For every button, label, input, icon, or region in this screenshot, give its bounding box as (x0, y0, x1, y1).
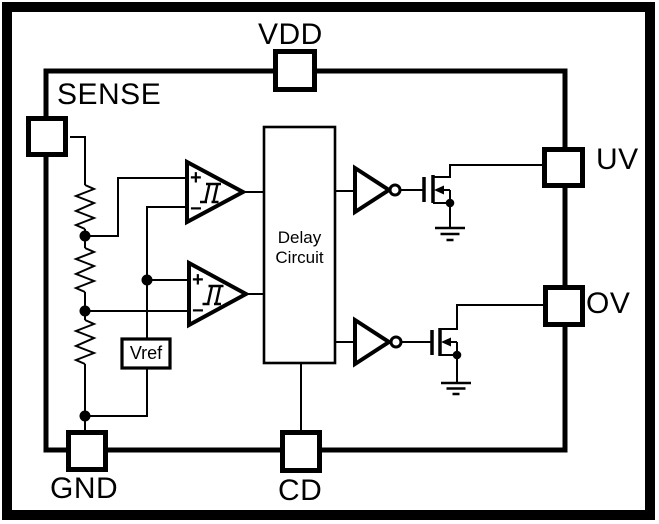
inverter-uv-icon (353, 164, 402, 216)
pin-label-ov: OV (586, 287, 631, 320)
pin-box-sense (26, 116, 68, 157)
wire-comp-outputs (243, 191, 264, 295)
vref-label: Vref (129, 343, 163, 363)
node-dot (141, 274, 153, 286)
wire-drain-to-ov-pin (440, 304, 543, 330)
hysteresis-icon (200, 182, 221, 204)
delay-circuit-label: Delay Circuit (264, 228, 335, 268)
source-node-dot (445, 198, 455, 208)
pin-label-gnd: GND (50, 472, 119, 505)
wire-vref-to-gnd (85, 368, 148, 417)
nmos-ov-icon (430, 328, 462, 360)
plus-sign-ov-comparator: + (192, 269, 204, 291)
pin-box-ov (543, 285, 585, 327)
nmos-uv-icon (422, 175, 455, 208)
inverter-bubble (388, 183, 402, 197)
comparator-uv-icon (185, 158, 248, 226)
node-dot (79, 410, 91, 422)
resistor-divider (73, 184, 97, 365)
wire-delay-outputs (335, 190, 355, 343)
delay-label-line1: Delay (277, 228, 322, 247)
wire-source-to-ground-ov (440, 342, 458, 383)
resistor-icon (73, 319, 97, 365)
delay-label-line2: Circuit (275, 248, 324, 267)
resistor-icon (73, 184, 97, 230)
ground-icon (441, 381, 471, 396)
hysteresis-icon (202, 284, 224, 306)
inverter-triangle (353, 164, 393, 216)
pin-label-cd: CD (278, 474, 323, 507)
body-arrow (441, 337, 451, 347)
delay-circuit-box (262, 125, 337, 365)
wire-inverter-to-gate (400, 189, 432, 343)
node-dot (79, 305, 91, 317)
pin-box-uv (542, 147, 585, 188)
comparator-ov-icon (187, 259, 251, 329)
wire-sense-to-divider (70, 136, 86, 185)
plus-sign-uv-comparator: + (190, 167, 202, 189)
outer-border (2, 2, 655, 520)
wire-tap1-to-uv-comp (85, 177, 187, 237)
pin-label-sense: SENSE (57, 78, 162, 111)
wire-drain-to-uv-pin (433, 164, 542, 178)
vref-box (120, 337, 172, 370)
pin-label-uv: UV (596, 143, 639, 176)
inverter-triangle (353, 316, 393, 368)
body-arrow (434, 185, 444, 195)
ground-icon (435, 226, 465, 242)
pin-box-gnd (66, 430, 108, 472)
source-node-dot (452, 350, 462, 360)
minus-sign-ov-comparator: − (192, 300, 204, 322)
minus-sign-uv-comparator: − (190, 198, 202, 220)
wire-source-to-ground-uv (433, 190, 451, 228)
pin-box-vdd (273, 49, 317, 92)
pin-label-vdd: VDD (258, 18, 323, 51)
node-dot (79, 230, 91, 242)
pin-box-cd (280, 430, 322, 473)
inverter-bubble (389, 335, 403, 349)
resistor-icon (73, 247, 97, 293)
inverter-ov-icon (353, 316, 403, 368)
wire-vref-to-uv-comp (146, 206, 187, 339)
